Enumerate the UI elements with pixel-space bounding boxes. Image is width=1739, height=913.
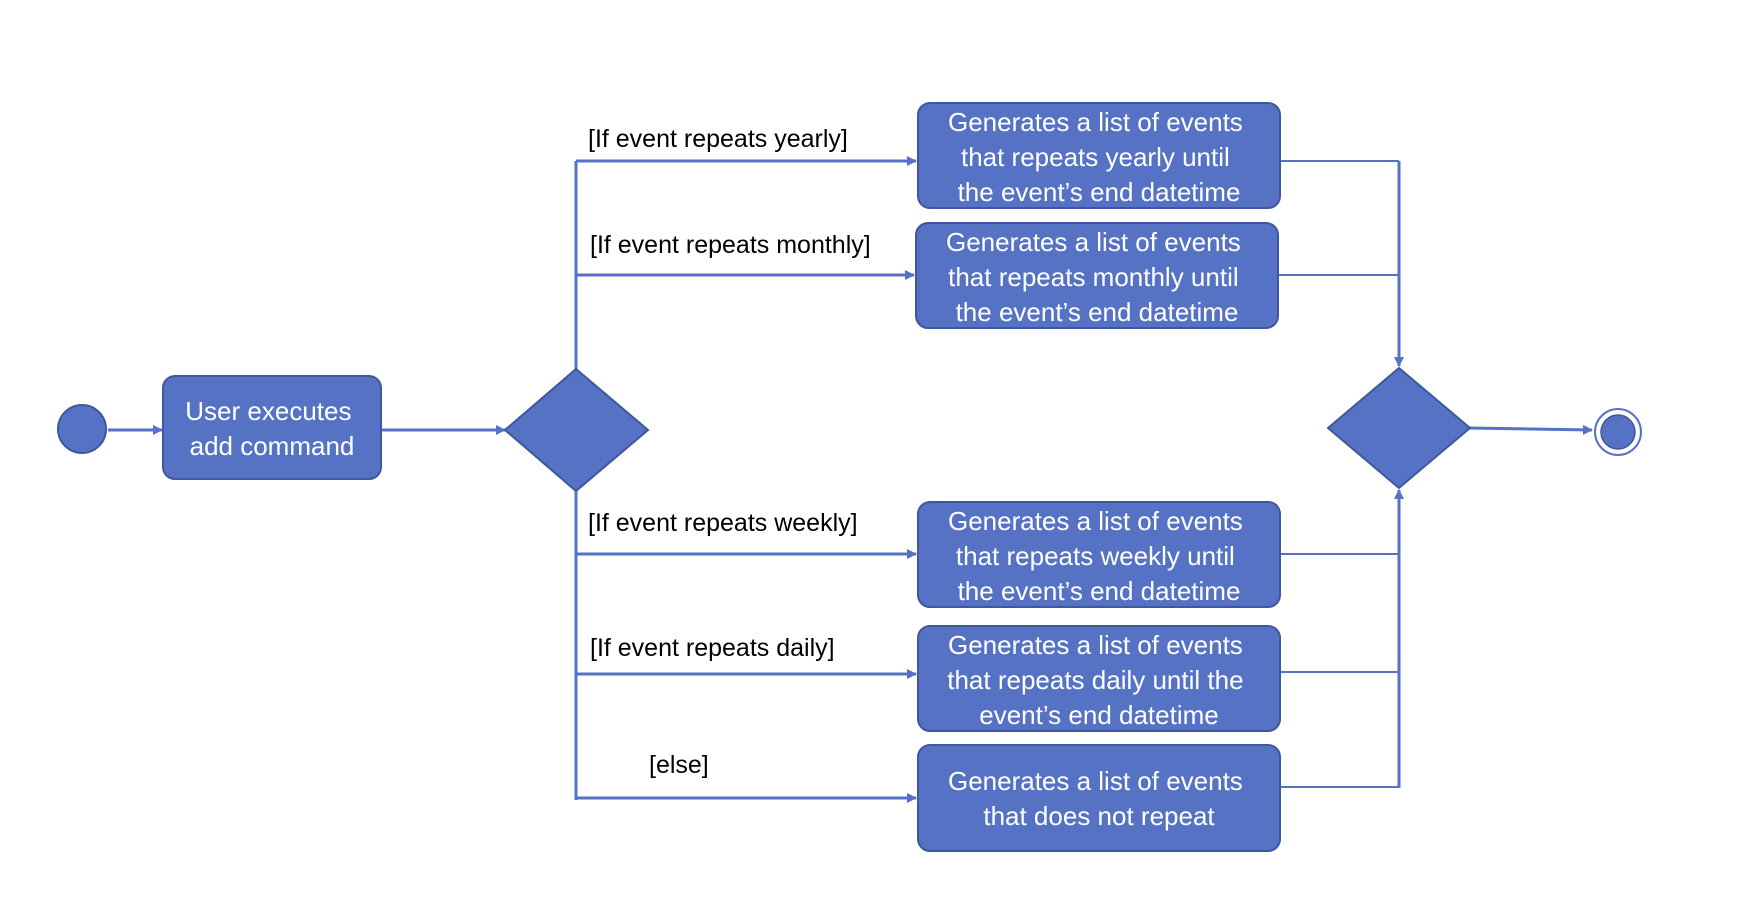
final-node-core	[1600, 414, 1636, 450]
action-else-box	[917, 744, 1281, 852]
action-else-line-2: that does not repeat	[983, 801, 1215, 831]
action-weekly-line-3: the event’s end datetime	[958, 576, 1241, 606]
action-monthly: Generates a list of events that repeats …	[915, 222, 1279, 329]
action-daily-line-2: that repeats daily until the	[947, 665, 1243, 695]
action-user-executes-label: User executes add command	[185, 396, 358, 461]
action-monthly-line-2: that repeats monthly until	[948, 262, 1239, 292]
decision-node	[503, 367, 650, 493]
action-weekly: Generates a list of events that repeats …	[917, 501, 1281, 608]
action-daily-label: Generates a list of events that repeats …	[947, 630, 1251, 730]
action-weekly-box	[917, 501, 1281, 608]
action-daily-line-1: Generates a list of events	[948, 630, 1243, 660]
action-daily-line-3: event’s end datetime	[979, 700, 1218, 730]
action-else-label: Generates a list of events that does not…	[948, 766, 1250, 831]
guard-yearly: [If event repeats yearly]	[588, 125, 848, 153]
guard-else: [else]	[649, 751, 709, 779]
action-monthly-box	[915, 222, 1279, 329]
action-user-executes: User executes add command	[162, 375, 382, 480]
edge-merge-to-final	[1468, 424, 1593, 435]
action-monthly-line-1: Generates a list of events	[946, 227, 1241, 257]
action-weekly-label: Generates a list of events that repeats …	[948, 506, 1250, 606]
guard-daily: [If event repeats daily]	[590, 634, 835, 662]
guard-monthly: [If event repeats monthly]	[590, 231, 871, 259]
action-user-line-2: add command	[190, 431, 355, 461]
guard-labels: [If event repeats yearly] [If event repe…	[588, 125, 871, 779]
action-else-line-1: Generates a list of events	[948, 766, 1243, 796]
merge-edges	[1278, 160, 1399, 788]
final-node	[1594, 408, 1642, 456]
edges	[108, 156, 917, 803]
action-yearly-box	[917, 102, 1281, 209]
action-yearly: Generates a list of events that repeats …	[917, 102, 1281, 209]
action-monthly-label: Generates a list of events that repeats …	[946, 227, 1248, 327]
action-else: Generates a list of events that does not…	[917, 744, 1281, 852]
merge-bus	[1394, 161, 1593, 788]
action-monthly-line-3: the event’s end datetime	[956, 297, 1239, 327]
action-yearly-line-3: the event’s end datetime	[958, 177, 1241, 207]
action-yearly-label: Generates a list of events that repeats …	[948, 107, 1250, 207]
action-user-executes-box	[162, 375, 382, 480]
guard-weekly: [If event repeats weekly]	[588, 509, 858, 537]
action-yearly-line-1: Generates a list of events	[948, 107, 1243, 137]
action-weekly-line-1: Generates a list of events	[948, 506, 1243, 536]
action-weekly-line-2: that repeats weekly until	[956, 541, 1235, 571]
action-daily: Generates a list of events that repeats …	[917, 625, 1281, 732]
initial-node	[57, 404, 107, 454]
action-yearly-line-2: that repeats yearly until	[961, 142, 1230, 172]
action-user-line-1: User executes	[185, 396, 351, 426]
action-daily-box	[917, 625, 1281, 732]
merge-node	[1326, 366, 1472, 490]
